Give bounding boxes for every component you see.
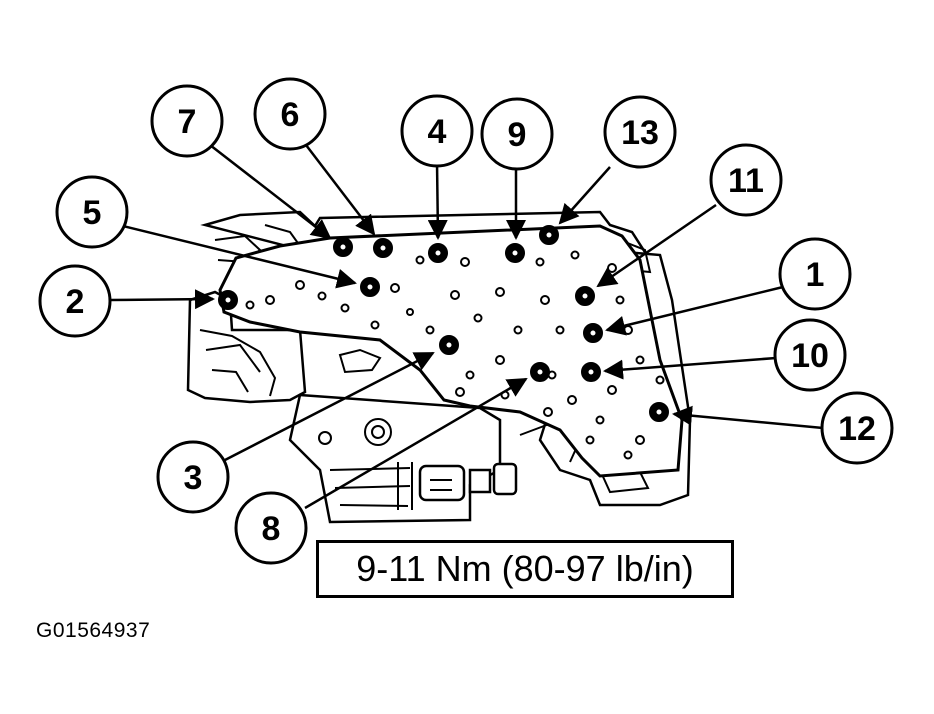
callout-9: 9: [480, 97, 554, 171]
callout-8: 8: [234, 491, 308, 565]
leader-7: [209, 144, 332, 240]
leader-4: [427, 161, 448, 240]
callout-9-label: 9: [508, 116, 527, 154]
bolt-6: [373, 238, 393, 258]
bolt-7: [333, 237, 353, 257]
callout-11: 11: [709, 143, 783, 217]
callout-4: 4: [400, 94, 474, 168]
bolt-5: [360, 277, 380, 297]
callout-2-label: 2: [66, 283, 85, 321]
bolt-4: [428, 243, 448, 263]
callout-10: 10: [773, 318, 847, 392]
callout-5-label: 5: [83, 194, 102, 232]
leader-5: [122, 224, 357, 289]
leader-12: [672, 405, 824, 430]
bolt-3: [439, 335, 459, 355]
callout-12-label: 12: [838, 410, 876, 448]
bolt-13: [539, 225, 559, 245]
bolts: [218, 225, 669, 422]
bolt-10: [581, 362, 601, 382]
leader-1: [605, 285, 784, 336]
torque-spec-label: 9-11 Nm (80-97 lb/in): [356, 548, 694, 589]
callout-7: 7: [150, 84, 224, 158]
leader-lines: [109, 144, 824, 510]
callout-6: 6: [253, 77, 327, 151]
callout-4-label: 4: [428, 113, 447, 151]
callout-7-label: 7: [178, 103, 197, 141]
leader-10: [603, 356, 777, 380]
callouts: 1 2 3 4 5 6 7 8 9 10 11 12 13: [38, 77, 894, 565]
leader-2: [109, 289, 215, 310]
callout-12: 12: [820, 391, 894, 465]
callout-13: 13: [603, 95, 677, 169]
leader-8: [304, 377, 528, 510]
callout-3: 3: [156, 440, 230, 514]
leader-11: [596, 203, 717, 288]
callout-2: 2: [38, 264, 112, 338]
bolt-8: [530, 362, 550, 382]
bolt-11: [575, 286, 595, 306]
torque-spec-box: 9-11 Nm (80-97 lb/in): [316, 540, 734, 598]
leader-13: [558, 166, 611, 225]
callout-3-label: 3: [184, 459, 203, 497]
leader-6: [305, 144, 376, 236]
bolt-2: [218, 290, 238, 310]
callout-5: 5: [55, 175, 129, 249]
callout-1-label: 1: [806, 256, 825, 294]
plate-holes: [245, 250, 665, 460]
bolt-1: [583, 323, 603, 343]
bolt-9: [505, 243, 525, 263]
callout-10-label: 10: [791, 337, 829, 375]
callout-11-label: 11: [728, 162, 764, 200]
callout-13-label: 13: [621, 114, 659, 152]
callout-8-label: 8: [262, 510, 281, 548]
callout-1: 1: [778, 237, 852, 311]
leader-3: [224, 351, 435, 462]
bolt-12: [649, 402, 669, 422]
figure-id: G01564937: [36, 619, 151, 642]
callout-6-label: 6: [281, 96, 300, 134]
